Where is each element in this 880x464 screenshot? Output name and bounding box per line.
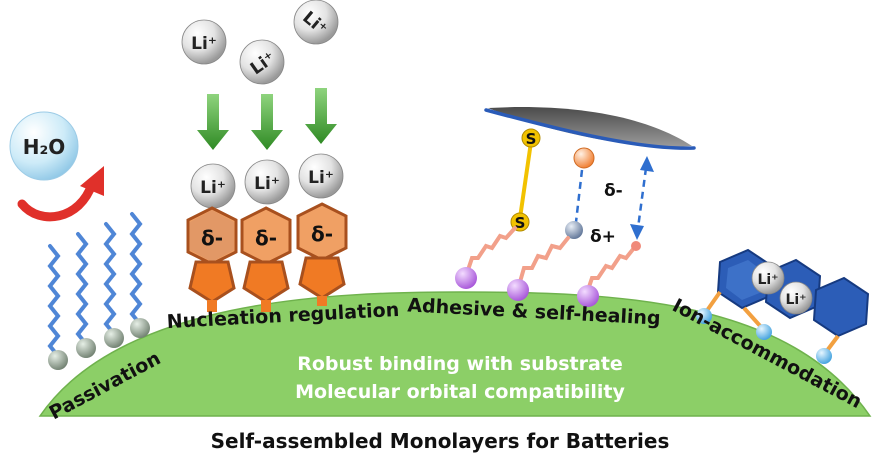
dipole-dash-line	[574, 169, 584, 223]
falling-li-ions	[181, 0, 339, 85]
adhesive-chains	[466, 226, 636, 292]
polar-group-atom	[565, 221, 583, 239]
self-healing-arrow	[636, 167, 648, 229]
passivation-anchors	[48, 318, 150, 370]
adsorbed-li-ions	[190, 153, 344, 209]
red-arrow-head	[80, 166, 104, 196]
self-healing-arrow-head-top	[640, 156, 654, 172]
li-ion-label-1: Li⁺	[191, 34, 217, 54]
disulfide-bond	[518, 141, 533, 219]
red-deflect-arrow	[17, 179, 97, 222]
adsorbed-li-label-1: Li⁺	[200, 178, 226, 198]
delta-minus-3: δ-	[311, 222, 333, 246]
ion-accommodation-molecules	[696, 248, 870, 364]
green-down-arrows	[197, 88, 337, 150]
dome-line-2: Molecular orbital compatibility	[295, 381, 625, 403]
self-healing-arrow-head-bottom	[630, 224, 644, 240]
delta-plus-label: δ+	[590, 227, 616, 247]
passivation-chains	[47, 212, 143, 358]
dome-line-1: Robust binding with substrate	[297, 353, 623, 375]
hex-li-label-1: Li⁺	[757, 272, 778, 288]
delta-minus-1: δ-	[201, 226, 223, 250]
hex-li-label-2: Li⁺	[785, 292, 806, 308]
electrode-particle	[488, 107, 692, 147]
nucleation-molecules	[186, 202, 348, 312]
adsorbed-li-label-3: Li⁺	[308, 168, 334, 188]
water-label: H₂O	[23, 135, 66, 159]
sulfur-atom-top	[521, 128, 541, 148]
sulfur-label-bottom: S	[515, 214, 526, 232]
sulfur-label-top: S	[526, 130, 537, 148]
electrode-blue-edge	[484, 108, 696, 150]
adsorbed-li-label-2: Li⁺	[254, 174, 280, 194]
delta-minus-electrode: δ-	[604, 181, 623, 201]
electrode-surface-atom	[573, 147, 595, 169]
adhesive-anchors	[455, 267, 599, 307]
figure-caption: Self-assembled Monolayers for Batteries	[211, 429, 670, 453]
substrate-dome	[38, 291, 872, 417]
water-bubble	[9, 111, 79, 181]
chain-end-pink	[631, 241, 641, 251]
delta-minus-2: δ-	[255, 226, 277, 250]
